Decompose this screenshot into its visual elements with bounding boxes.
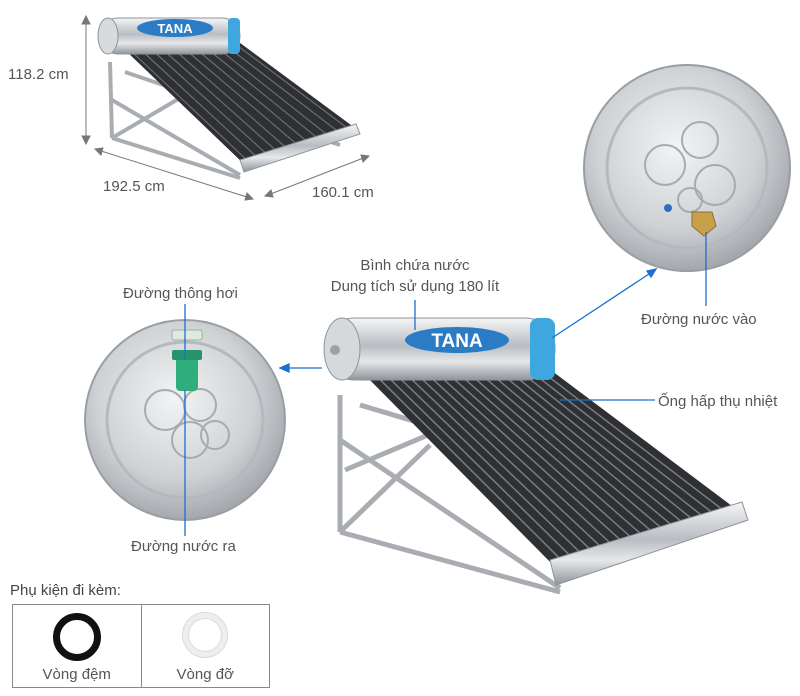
callout-lines: [184, 232, 707, 536]
large-brand-logo: TANA: [431, 331, 483, 352]
tube-separator: [519, 362, 721, 520]
large-heater-image: TANA: [323, 317, 749, 595]
tube-separator: [459, 364, 661, 540]
tube-separator: [439, 365, 641, 546]
tubes-label: Ống hấp thụ nhiệt: [658, 393, 778, 410]
outlet-label: Đường nước ra: [131, 538, 236, 555]
tank-title-label: Bình chứa nước: [360, 257, 470, 274]
accessory-item-support-ring: Vòng đỡ: [140, 605, 270, 687]
tube-separator: [509, 362, 711, 523]
vent-label: Đường thông hơi: [123, 285, 238, 302]
accessories-title: Phụ kiện đi kèm:: [10, 582, 121, 599]
tube-separator: [469, 364, 671, 536]
gasket-ring-icon: [52, 613, 101, 661]
tube-separator: [379, 368, 581, 566]
tube-separator: [479, 364, 681, 533]
accessory-item-gasket: Vòng đệm: [13, 605, 141, 687]
inlet-label: Đường nước vào: [641, 311, 757, 328]
tube-separator: [399, 367, 601, 560]
width-dimension-label: 160.1 cm: [312, 184, 374, 201]
tube-separator: [369, 369, 571, 570]
small-brand-logo: TANA: [157, 21, 193, 36]
support-ring-icon: [183, 613, 228, 657]
length-dimension-label: 192.5 cm: [103, 178, 165, 195]
small-heater-image: TANA: [97, 17, 361, 180]
dimension-lines: [81, 14, 371, 201]
tube-separator: [449, 365, 651, 543]
tank-capacity-label: Dung tích sử dụng 180 lít: [330, 278, 500, 295]
tube-separator: [489, 363, 691, 530]
tube-separator: [499, 363, 701, 526]
accessory-name: Vòng đỡ: [176, 666, 234, 683]
tube-separator: [389, 368, 591, 563]
tube-separator: [419, 366, 621, 553]
tube-separator: [429, 366, 631, 550]
inlet-fitting: [691, 211, 717, 237]
tube-separator: [409, 367, 611, 556]
tank-end-right-image: [583, 64, 791, 272]
height-dimension-label: 118.2 cm: [8, 66, 69, 83]
tube-separator: [529, 361, 731, 516]
accessory-name: Vòng đệm: [42, 666, 111, 683]
vent-fitting: [176, 355, 198, 391]
accessories-table: Vòng đệm Vòng đỡ: [12, 604, 270, 688]
